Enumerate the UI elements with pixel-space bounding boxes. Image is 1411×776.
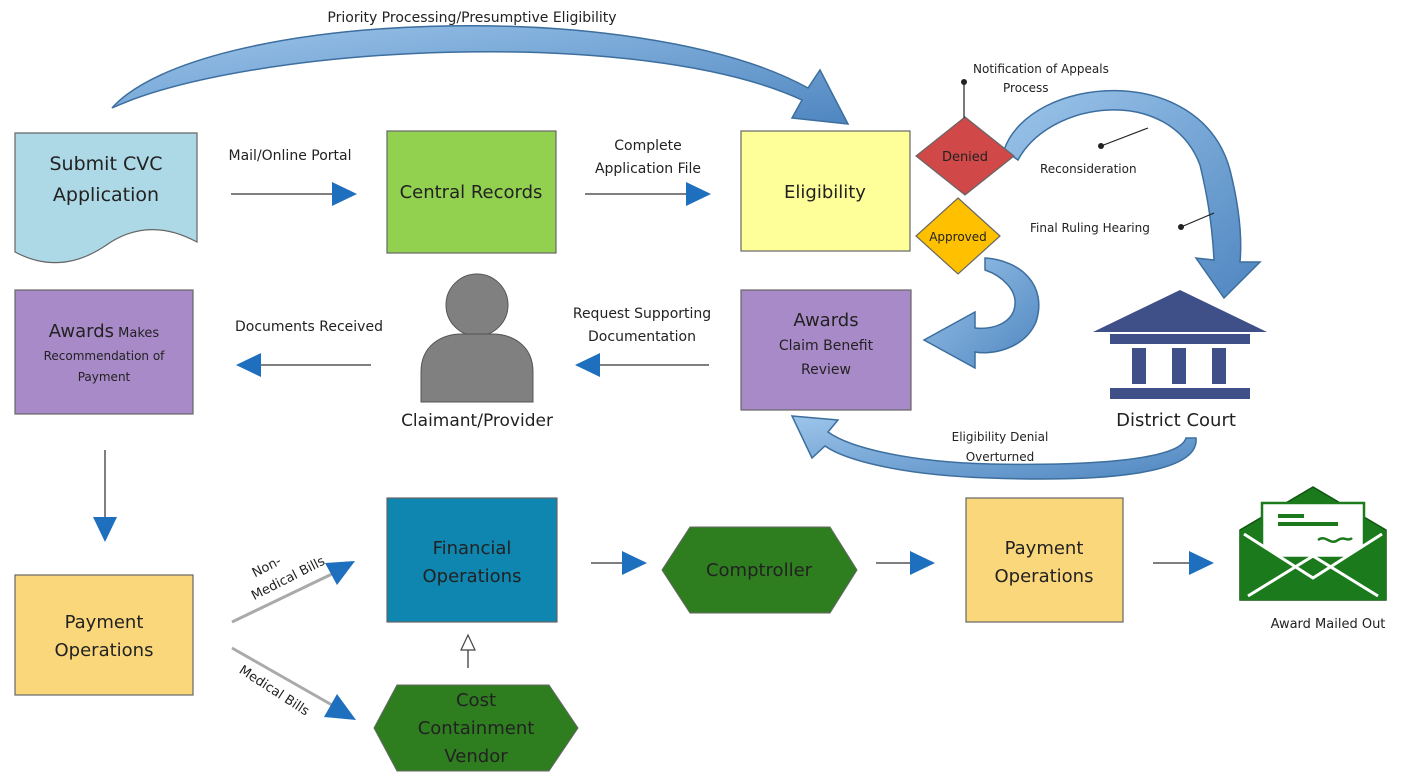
financial-ops-line2: Operations [423,566,522,587]
awards-recommendation-box: Awards Makes Recommendation of Payment [14,289,194,415]
awards-recommend-title-main: Awards [49,321,114,342]
approved-diamond: Approved [915,197,1001,275]
claimant-label: Claimant/Provider [401,411,553,431]
submit-application-document: Submit CVC Application [14,132,198,264]
denial-overturned-line1: Eligibility Denial [952,430,1049,444]
denied-to-court-curved-arrow [1003,89,1262,300]
eligibility-label: Eligibility [784,182,866,203]
payment-operations-right-box: Payment Operations [965,497,1124,623]
appeals-line2: Process [1003,81,1049,95]
arrow-comptroller-to-payment [876,551,935,575]
payment-ops-left-line1: Payment [65,612,144,633]
arrow-claimant-to-recommend [236,353,371,377]
district-court-icon [1093,290,1267,399]
arrow-financial-to-comptroller [591,551,647,575]
awards-recommend-title-suffix: Makes [114,326,159,341]
request-docs-line2: Documentation [588,329,696,345]
priority-processing-curved-arrow [111,25,850,125]
payment-ops-left-line2: Operations [55,640,154,661]
arrow-submit-to-central [231,182,357,206]
eligibility-box: Eligibility [740,130,911,252]
complete-file-line1: Complete [614,138,681,154]
claimant-person-icon [420,273,534,403]
central-records-box: Central Records [386,130,557,254]
appeals-line1: Notification of Appeals [973,62,1109,76]
awards-recommend-line2: Payment [78,370,131,384]
reconsideration-label: Reconsideration [1040,162,1137,176]
cost-containment-hexagon: Cost Containment Vendor [373,684,579,772]
arrow-payment-to-financial [231,561,355,624]
central-records-label: Central Records [400,182,543,203]
arrow-recommend-to-payment [93,450,117,542]
arrow-cost-to-financial [460,633,476,668]
denial-overturned-line2: Overturned [966,450,1035,464]
cost-containment-line3: Vendor [444,746,508,767]
complete-file-line2: Application File [595,161,701,177]
non-medical-bills-label: Non- Medical Bills [249,554,328,604]
denied-diamond: Denied [915,116,1015,196]
awards-recommend-title: Awards Makes [49,321,160,342]
submit-label-line1: Submit CVC [50,153,163,175]
submit-label-line2: Application [53,184,159,206]
payment-operations-left-box: Payment Operations [14,574,194,696]
payment-ops-right-line2: Operations [995,566,1094,587]
arrow-payment-to-mailed [1153,551,1214,575]
awards-review-box: Awards Claim Benefit Review [740,289,912,411]
arrow-awards-to-claimant [575,353,709,377]
approved-label: Approved [929,230,987,244]
arrow-central-to-eligibility [585,182,711,206]
awards-review-line1: Claim Benefit [779,338,874,354]
financial-operations-box: Financial Operations [386,497,558,623]
comptroller-hexagon: Comptroller [661,526,858,614]
documents-received-label: Documents Received [235,319,383,335]
envelope-icon [1239,486,1387,601]
denial-overturned-curved-arrow [790,415,1197,480]
priority-processing-label: Priority Processing/Presumptive Eligibil… [327,10,616,26]
payment-ops-right-line1: Payment [1005,538,1084,559]
awards-review-title: Awards [793,310,858,331]
comptroller-label: Comptroller [706,560,813,581]
denied-label: Denied [942,150,988,165]
request-docs-line1: Request Supporting [573,306,711,322]
cost-containment-line2: Containment [418,718,535,739]
awards-recommend-line1: Recommendation of [44,349,166,363]
final-ruling-pin [1178,212,1215,230]
awards-review-line2: Review [801,362,851,378]
award-mailed-label: Award Mailed Out [1271,617,1386,632]
reconsideration-pin [1098,127,1149,149]
district-court-label: District Court [1116,410,1236,431]
approved-to-awards-curved-arrow [922,257,1040,370]
final-ruling-label: Final Ruling Hearing [1030,221,1150,235]
cost-containment-line1: Cost [456,690,496,711]
financial-ops-line1: Financial [433,538,512,559]
appeals-pin [961,79,967,118]
mail-portal-label: Mail/Online Portal [229,148,352,164]
arrow-payment-to-cost [231,646,356,720]
